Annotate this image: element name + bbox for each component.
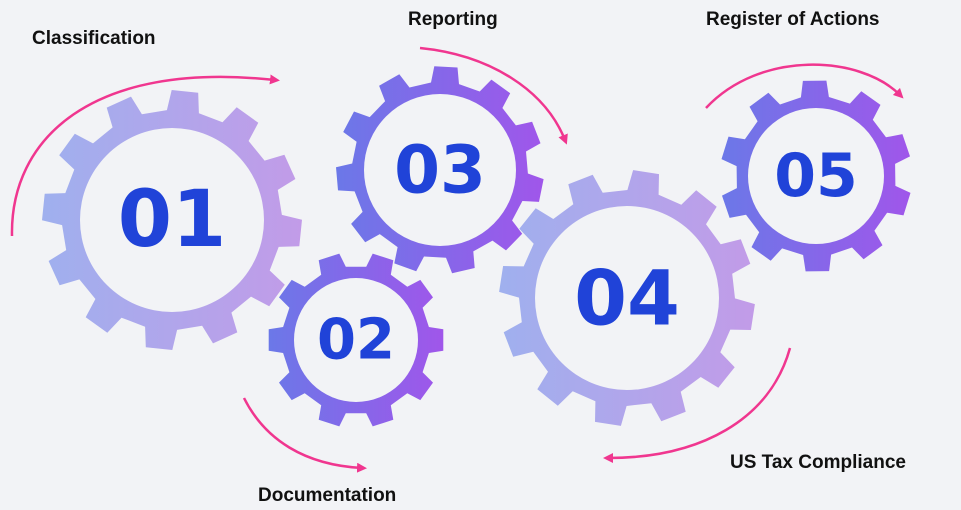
gear-02: 02 (268, 253, 444, 427)
arrow-documentation-icon (242, 397, 367, 473)
step-label-documentation: Documentation (258, 485, 397, 506)
gear-03: 03 (336, 66, 544, 274)
gear-04: 04 (499, 170, 755, 426)
step-number-04: 04 (574, 254, 680, 343)
step-number-03: 03 (394, 132, 486, 209)
gear-03-center (364, 94, 516, 246)
gear-02-center (294, 278, 418, 402)
gear-04-center (535, 206, 719, 390)
arrow-classification-icon (10, 74, 280, 237)
gear-05-center (748, 108, 884, 244)
step-number-02: 02 (317, 308, 395, 373)
arrow-us-tax-icon (603, 347, 792, 463)
step-number-01: 01 (118, 175, 227, 265)
step-label-classification: Classification (32, 28, 156, 49)
arrow-register-icon (705, 63, 904, 109)
gear-01-center (80, 128, 264, 312)
step-label-us-tax-compliance: US Tax Compliance (730, 452, 906, 473)
arrow-reporting-icon (419, 46, 568, 145)
gear-05: 05 (721, 80, 911, 272)
step-number-05: 05 (774, 141, 858, 211)
gear-01: 01 (42, 90, 302, 350)
step-label-register-of-actions: Register of Actions (706, 9, 880, 30)
step-label-reporting: Reporting (408, 9, 498, 30)
